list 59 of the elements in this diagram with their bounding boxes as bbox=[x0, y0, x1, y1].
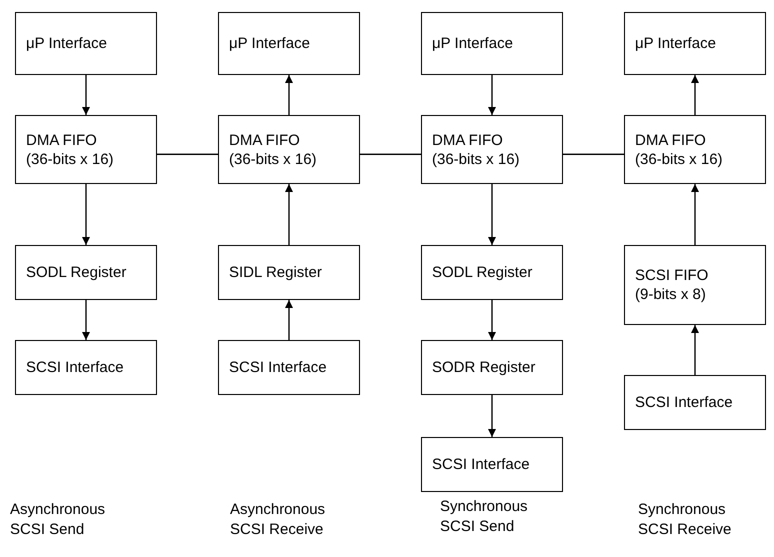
column-caption: Synchronous SCSI Send bbox=[440, 497, 529, 537]
process-box bbox=[421, 245, 563, 300]
box-label: μP Interface bbox=[635, 34, 716, 53]
process-box bbox=[624, 375, 766, 430]
box-label: SODL Register bbox=[26, 263, 126, 282]
arrow bbox=[488, 184, 496, 245]
box-label: μP Interface bbox=[432, 34, 513, 53]
process-box bbox=[624, 12, 766, 75]
arrow bbox=[488, 75, 496, 115]
column-caption: Synchronous SCSI Receive bbox=[638, 500, 732, 540]
connector-line bbox=[360, 154, 421, 155]
arrow bbox=[488, 300, 496, 340]
box-label: μP Interface bbox=[229, 34, 310, 53]
process-box bbox=[624, 115, 766, 184]
process-box bbox=[15, 115, 157, 184]
box-label: μP Interface bbox=[26, 34, 107, 53]
arrow bbox=[82, 184, 90, 245]
process-box bbox=[624, 245, 766, 325]
box-label: (36-bits x 16) bbox=[635, 150, 723, 168]
box-label: (36-bits x 16) bbox=[229, 150, 317, 168]
column-caption: Asynchronous SCSI Send bbox=[10, 500, 106, 540]
box-label: (36-bits x 16) bbox=[432, 150, 520, 168]
box-label: DMA FIFO bbox=[229, 130, 300, 150]
box-label: (9-bits x 8) bbox=[635, 285, 706, 304]
process-box bbox=[218, 245, 360, 300]
box-label: SIDL Register bbox=[229, 263, 322, 282]
arrow bbox=[82, 300, 90, 340]
arrow bbox=[285, 75, 293, 115]
arrow bbox=[82, 75, 90, 115]
box-label: SODR Register bbox=[432, 358, 536, 377]
process-box bbox=[218, 115, 360, 184]
box-label: (36-bits x 16) bbox=[26, 150, 114, 168]
box-label: SCSI FIFO bbox=[635, 266, 708, 285]
arrow bbox=[691, 325, 699, 375]
arrow bbox=[691, 75, 699, 115]
box-label: DMA FIFO bbox=[635, 130, 706, 150]
box-label: SCSI Interface bbox=[635, 393, 733, 412]
arrow bbox=[488, 395, 496, 437]
process-box bbox=[421, 340, 563, 395]
column-caption: Asynchronous SCSI Receive bbox=[230, 500, 326, 540]
box-label: SCSI Interface bbox=[26, 358, 124, 377]
arrow bbox=[691, 184, 699, 245]
connector-line bbox=[563, 154, 624, 155]
arrow bbox=[285, 184, 293, 245]
box-label: DMA FIFO bbox=[432, 130, 503, 150]
process-box bbox=[218, 12, 360, 75]
box-label: SCSI Interface bbox=[432, 455, 530, 474]
process-box bbox=[15, 340, 157, 395]
process-box bbox=[15, 245, 157, 300]
process-box bbox=[421, 437, 563, 492]
process-box bbox=[218, 340, 360, 395]
process-box bbox=[15, 12, 157, 75]
arrow bbox=[285, 300, 293, 340]
box-label: SCSI Interface bbox=[229, 358, 327, 377]
process-box bbox=[421, 115, 563, 184]
connector-line bbox=[157, 154, 218, 155]
box-label: DMA FIFO bbox=[26, 130, 97, 150]
process-box bbox=[421, 12, 563, 75]
box-label: SODL Register bbox=[432, 263, 532, 282]
